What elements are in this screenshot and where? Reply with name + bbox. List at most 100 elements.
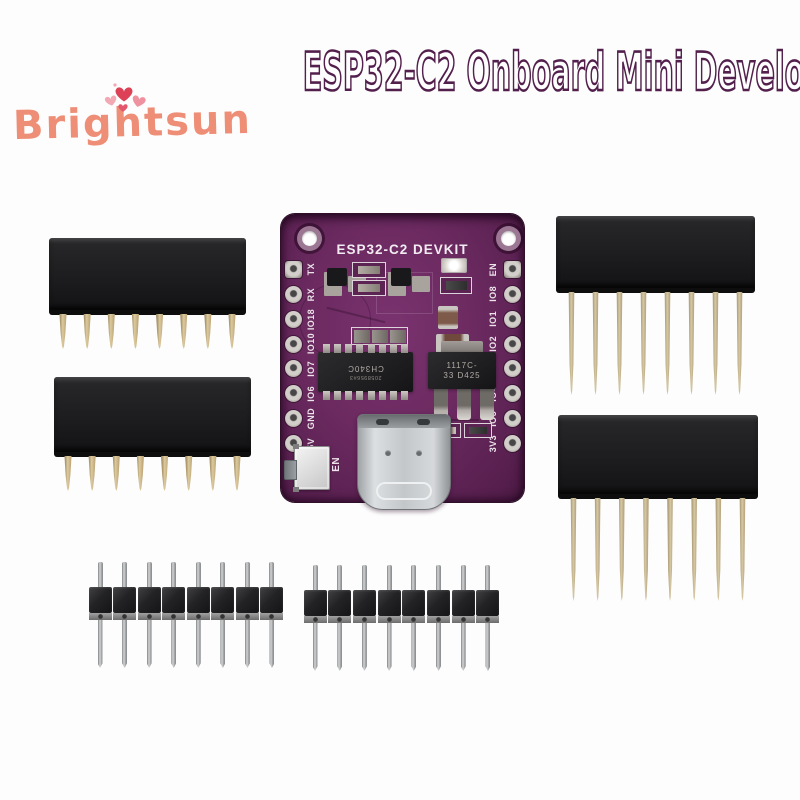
male-pin	[337, 623, 343, 671]
male-pin	[386, 565, 392, 590]
male-pin	[122, 562, 128, 587]
male-header-unit	[260, 562, 284, 668]
male-pin	[485, 623, 491, 671]
regulator-leg	[434, 388, 448, 420]
header-pin	[112, 456, 120, 491]
header-pin	[228, 314, 236, 349]
header-pin	[618, 498, 625, 601]
male-pin	[386, 623, 392, 671]
voltage-regulator: 1117C- 33 D425	[428, 352, 496, 389]
header-pin-row	[558, 498, 758, 601]
passive-component	[352, 280, 386, 296]
male-header-unit	[476, 565, 500, 671]
chip-lead	[389, 344, 397, 353]
passive-component	[440, 277, 472, 294]
board-title: ESP32-C2 DEVKIT	[336, 242, 469, 257]
male-pin-block	[476, 590, 500, 616]
header-pin	[712, 292, 719, 395]
pin-label: GND	[306, 407, 316, 430]
chip-lead	[345, 391, 353, 400]
solder-pad	[504, 261, 521, 278]
male-pin-block	[211, 587, 235, 613]
header-pin	[736, 292, 743, 395]
male-pin	[171, 562, 177, 587]
solder-pad	[285, 360, 302, 378]
header-pin	[616, 292, 623, 395]
solder-pad	[504, 410, 521, 428]
male-pin-collar	[186, 613, 210, 620]
pin-labels-left: TX RX IO18 IO10 IO7 IO6 GND 5V	[303, 261, 319, 452]
male-pin	[361, 565, 367, 590]
header-pin	[643, 498, 649, 601]
male-pin-collar	[303, 616, 327, 623]
header-pin	[209, 456, 217, 491]
mounting-hole-left	[302, 231, 317, 246]
usb-weld-dot	[385, 450, 391, 456]
button-leg	[293, 487, 299, 492]
solder-pad	[285, 310, 302, 328]
male-header-1	[88, 562, 284, 668]
header-pin	[59, 314, 67, 349]
pin-label: IO2	[488, 336, 498, 352]
chip-lead	[345, 344, 353, 353]
solder-pad	[285, 335, 302, 353]
chip-lead	[400, 344, 408, 353]
male-pin	[312, 623, 318, 671]
pin-label: IO18	[306, 308, 316, 330]
chip-lead	[334, 391, 342, 400]
male-pin-collar	[427, 616, 451, 623]
male-pin-block	[303, 590, 327, 616]
male-pin-collar	[377, 616, 401, 623]
male-pin-block	[260, 587, 284, 613]
male-pin-collar	[88, 613, 112, 620]
male-pin	[122, 620, 128, 668]
male-pin-block	[352, 590, 376, 616]
usb-shell-edge	[358, 415, 450, 428]
mounting-hole-right	[501, 231, 516, 246]
en-button-knob	[284, 460, 297, 480]
en-button-label: EN	[331, 457, 342, 472]
male-header-unit	[162, 562, 186, 668]
header-body	[556, 216, 755, 293]
header-pin	[715, 498, 722, 601]
chip-lead	[378, 391, 386, 400]
passive-component	[464, 423, 492, 438]
male-pin-block	[451, 590, 475, 616]
female-header-short-2	[54, 377, 251, 491]
male-pin-block	[113, 587, 137, 613]
pin-label: IO10	[306, 333, 316, 355]
male-pin-block	[186, 587, 210, 613]
chip-lead	[400, 391, 408, 400]
passive-component	[351, 327, 408, 345]
chip-lead	[356, 391, 364, 400]
en-button	[284, 444, 330, 492]
header-pin	[156, 314, 164, 349]
header-pin	[570, 498, 577, 601]
male-pin	[361, 623, 367, 671]
male-pin-block	[88, 587, 112, 613]
male-pin-block	[377, 590, 401, 616]
usb-c-port	[357, 414, 451, 510]
header-pin-row	[49, 314, 246, 349]
chip-lead	[367, 344, 375, 353]
header-pin	[136, 456, 144, 491]
header-pin-row	[54, 456, 251, 491]
header-body	[558, 415, 758, 499]
female-header-short-1	[49, 238, 246, 349]
male-pin	[220, 562, 226, 587]
male-header-unit	[402, 565, 426, 671]
header-body	[49, 238, 246, 315]
header-pin	[131, 314, 139, 349]
male-pin	[312, 565, 318, 590]
male-header-unit	[328, 565, 352, 671]
solder-pad	[504, 385, 521, 403]
pin-label: IO6	[306, 385, 316, 402]
chip-leads	[323, 344, 408, 353]
male-pin	[97, 562, 103, 587]
header-pin	[64, 456, 72, 491]
usb-uart-chip: 2058956#3 CH340C	[318, 344, 413, 400]
chip-lead	[323, 344, 330, 353]
chip-lead	[356, 344, 364, 353]
header-pin	[568, 292, 575, 395]
male-pin	[436, 623, 442, 671]
